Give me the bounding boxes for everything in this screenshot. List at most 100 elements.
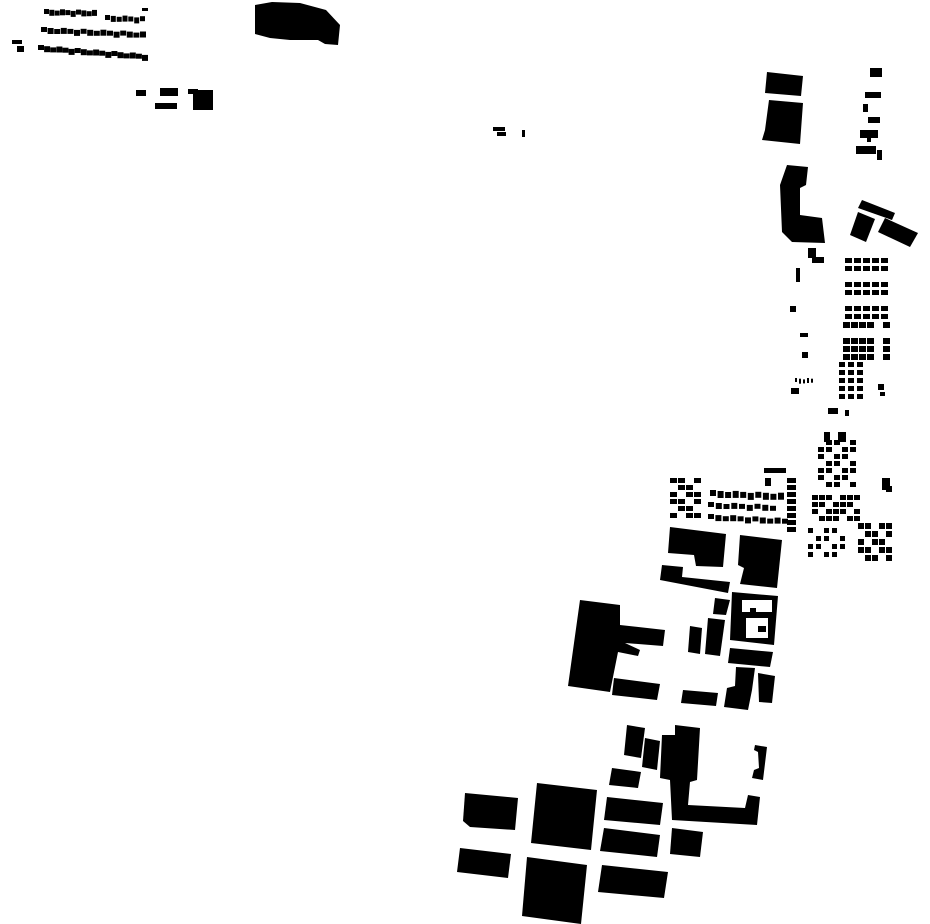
building-small	[81, 10, 87, 17]
building-small	[858, 547, 864, 553]
building	[780, 165, 825, 243]
building-small	[68, 48, 75, 55]
building-small	[758, 626, 766, 632]
building-small	[731, 502, 738, 509]
building-small	[87, 29, 94, 36]
building-small	[840, 509, 846, 514]
building-small	[840, 495, 846, 500]
building-small	[111, 51, 118, 56]
building-small	[857, 394, 863, 399]
building-small	[870, 68, 882, 77]
building-small	[715, 503, 722, 509]
building-small	[117, 52, 124, 59]
building-small	[155, 103, 177, 109]
building-small	[160, 88, 178, 96]
building	[522, 857, 587, 924]
building-small	[694, 513, 701, 518]
building-small	[80, 49, 87, 56]
building	[858, 200, 895, 220]
building-small	[883, 354, 890, 360]
building-small	[116, 16, 122, 22]
building-small	[732, 490, 739, 498]
building	[878, 218, 918, 247]
building-small	[850, 461, 856, 466]
building-small	[834, 454, 840, 459]
building-small	[847, 502, 853, 507]
building-small	[740, 491, 747, 498]
building	[738, 535, 782, 588]
building-small	[826, 509, 832, 514]
building-small	[819, 516, 825, 521]
building	[660, 725, 760, 825]
building-small	[708, 502, 714, 507]
building-small	[56, 46, 63, 53]
building-small	[819, 495, 825, 500]
building-small	[113, 31, 120, 38]
building-small	[808, 544, 813, 549]
building-small	[133, 32, 140, 38]
building-small	[886, 555, 892, 561]
building-small	[86, 11, 92, 17]
building-small	[886, 531, 892, 537]
building-small	[826, 482, 832, 487]
building	[752, 745, 767, 780]
building-small	[802, 352, 808, 358]
building-small	[857, 378, 863, 383]
building-small	[678, 506, 685, 511]
building-small	[678, 478, 685, 483]
building-small	[848, 378, 854, 383]
building-small	[722, 516, 729, 522]
building-small	[755, 491, 762, 498]
building-small	[708, 514, 714, 519]
building-small	[41, 27, 47, 32]
building-small	[808, 528, 813, 533]
building-small	[134, 17, 140, 24]
building-small	[816, 544, 821, 549]
building-small	[859, 346, 866, 352]
building-small	[745, 517, 751, 524]
building-small	[854, 258, 861, 263]
building-small	[879, 539, 885, 545]
building-small	[838, 432, 846, 442]
building-small	[872, 539, 878, 545]
building-small	[854, 516, 860, 521]
building-small	[854, 282, 861, 287]
building-small	[865, 531, 871, 537]
building-small	[867, 322, 874, 328]
building-small	[812, 502, 818, 507]
building-small	[845, 314, 852, 319]
building	[724, 667, 755, 710]
building-small	[882, 478, 890, 490]
building-small	[796, 268, 800, 282]
building-small	[865, 523, 871, 529]
building-small	[678, 499, 685, 504]
building-small	[848, 370, 854, 375]
building-small	[799, 378, 801, 384]
building-small	[497, 132, 506, 136]
building-small	[824, 536, 829, 541]
building-small	[670, 499, 677, 504]
building	[758, 673, 775, 703]
building	[255, 2, 340, 45]
building-small	[80, 28, 87, 34]
building-small	[840, 502, 846, 507]
building-small	[879, 547, 885, 553]
building-small	[851, 338, 858, 344]
building-small	[826, 447, 832, 452]
building-small	[670, 513, 677, 518]
building-small	[848, 362, 854, 367]
building	[850, 212, 875, 242]
building-small	[715, 515, 722, 522]
building	[728, 648, 773, 667]
building-small	[842, 447, 848, 452]
building-small	[686, 492, 693, 497]
building-small	[848, 386, 854, 391]
building-small	[881, 266, 888, 271]
building-small	[857, 362, 863, 367]
building	[668, 527, 726, 567]
building-small	[826, 516, 832, 521]
building-small	[845, 282, 852, 287]
building-small	[850, 440, 856, 445]
building	[531, 783, 597, 850]
